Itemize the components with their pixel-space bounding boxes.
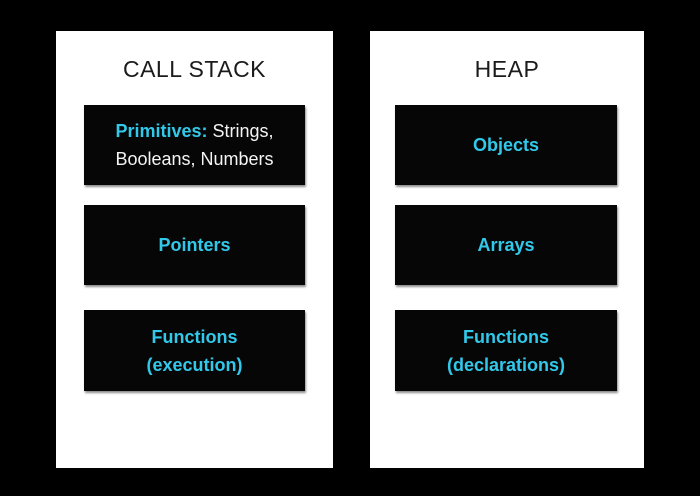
heap-panel: HEAP Objects Arrays Functions (declarati… bbox=[370, 31, 644, 468]
arrays-label: Arrays bbox=[477, 235, 535, 255]
primitives-detail-line2: Booleans, Numbers bbox=[115, 149, 274, 169]
functions-declarations-line1: Functions bbox=[463, 326, 549, 347]
pointers-box: Pointers bbox=[84, 205, 305, 285]
pointers-label: Pointers bbox=[158, 235, 231, 255]
functions-execution-box-text: Functions (execution) bbox=[136, 323, 252, 379]
primitives-detail-line1: Strings, bbox=[207, 121, 274, 141]
call-stack-title: CALL STACK bbox=[122, 56, 267, 82]
arrays-box: Arrays bbox=[395, 205, 617, 285]
objects-label: Objects bbox=[472, 135, 540, 155]
objects-box-text: Objects bbox=[463, 131, 549, 159]
functions-declarations-box: Functions (declarations) bbox=[395, 310, 617, 391]
pointers-box-text: Pointers bbox=[148, 231, 240, 259]
functions-execution-line1: Functions bbox=[151, 326, 238, 347]
arrays-box-text: Arrays bbox=[467, 231, 544, 259]
objects-box: Objects bbox=[395, 105, 617, 185]
primitives-box: Primitives: Strings, Booleans, Numbers bbox=[84, 105, 305, 185]
functions-declarations-box-text: Functions (declarations) bbox=[437, 323, 575, 379]
call-stack-panel: CALL STACK Primitives: Strings, Booleans… bbox=[56, 31, 333, 468]
functions-declarations-line2: (declarations) bbox=[446, 354, 566, 375]
functions-execution-line2: (execution) bbox=[146, 354, 243, 375]
heap-title: HEAP bbox=[474, 56, 540, 82]
primitives-box-text: Primitives: Strings, Booleans, Numbers bbox=[105, 117, 283, 173]
primitives-label: Primitives: bbox=[115, 121, 208, 141]
functions-execution-box: Functions (execution) bbox=[84, 310, 305, 391]
